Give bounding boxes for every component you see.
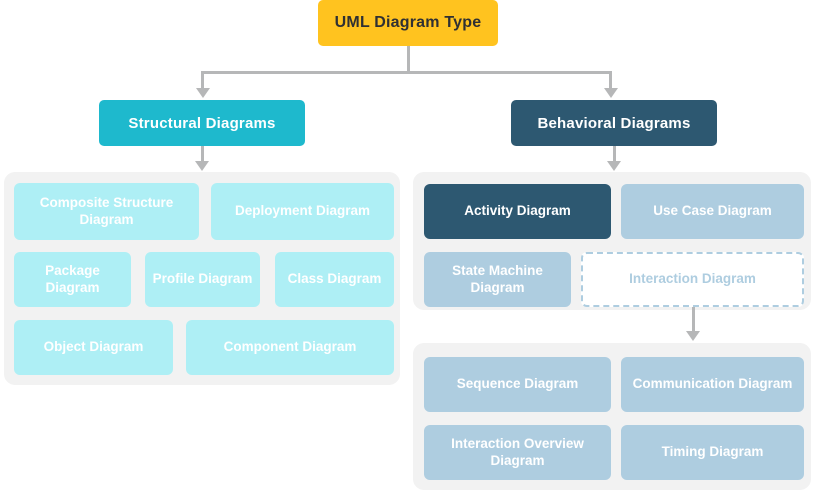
tile-interaction-overview-diagram[interactable]: Interaction Overview Diagram [424, 425, 611, 480]
tile-object-diagram[interactable]: Object Diagram [14, 320, 173, 375]
tile-composite-structure-diagram[interactable]: Composite Structure Diagram [14, 183, 199, 240]
tile-component-diagram[interactable]: Component Diagram [186, 320, 394, 375]
connector-left-drop [201, 71, 204, 88]
tile-sequence-diagram[interactable]: Sequence Diagram [424, 357, 611, 412]
connector-root-bus [201, 71, 612, 74]
arrowhead-structural-panel [195, 161, 209, 171]
arrowhead-interaction-subpanel [686, 331, 700, 341]
tile-package-diagram[interactable]: Package Diagram [14, 252, 131, 307]
connector-root-stem [406, 46, 410, 73]
tile-use-case-diagram[interactable]: Use Case Diagram [621, 184, 804, 239]
branch-header-structural-diagrams[interactable]: Structural Diagrams [99, 100, 305, 146]
tile-deployment-diagram[interactable]: Deployment Diagram [211, 183, 394, 240]
root-node-uml-diagram-type[interactable]: UML Diagram Type [318, 0, 498, 46]
tile-interaction-diagram[interactable]: Interaction Diagram [581, 252, 804, 307]
tile-activity-diagram[interactable]: Activity Diagram [424, 184, 611, 239]
tile-communication-diagram[interactable]: Communication Diagram [621, 357, 804, 412]
arrowhead-behavioral-panel [607, 161, 621, 171]
connector-structural-to-panel [200, 146, 204, 162]
arrowhead-to-structural [195, 88, 210, 98]
connector-right-drop [609, 71, 612, 88]
tile-class-diagram[interactable]: Class Diagram [275, 252, 394, 307]
tile-timing-diagram[interactable]: Timing Diagram [621, 425, 804, 480]
branch-header-behavioral-diagrams[interactable]: Behavioral Diagrams [511, 100, 717, 146]
connector-behavioral-to-panel [612, 146, 616, 162]
tile-profile-diagram[interactable]: Profile Diagram [145, 252, 260, 307]
connector-interaction-to-subpanel [691, 307, 695, 333]
arrowhead-to-behavioral [603, 88, 618, 98]
tile-state-machine-diagram[interactable]: State Machine Diagram [424, 252, 571, 307]
